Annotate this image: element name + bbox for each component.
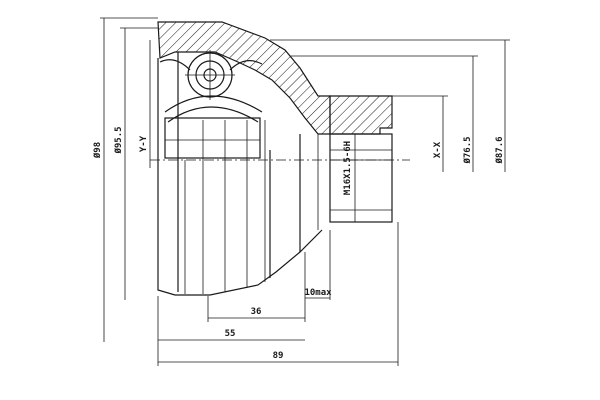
dim-shaft-diameter-1: Ø76.5 — [462, 136, 473, 164]
stub-shaft — [317, 133, 393, 230]
dim-55: 55 — [225, 329, 236, 339]
housing-section — [157, 21, 331, 135]
flange-section — [329, 95, 393, 135]
right-diameter-dims — [270, 39, 510, 172]
dim-outer-diameter: Ø98 — [92, 142, 103, 159]
length-dims — [157, 222, 399, 366]
inner-cage — [159, 50, 263, 159]
dim-shaft-diameter-2: Ø87.6 — [494, 136, 505, 164]
dim-89: 89 — [273, 351, 284, 361]
axis-label-y: Y-Y — [139, 135, 149, 152]
dim-bell-diameter: Ø95.5 — [113, 126, 124, 154]
dim-36: 36 — [251, 307, 262, 317]
dim-10max: 10max — [304, 288, 332, 298]
dim-thread: M16X1.5-6H — [343, 141, 353, 195]
bell-body-outline — [157, 52, 323, 296]
left-diameter-dims — [100, 17, 158, 342]
axis-label-x: X-X — [433, 141, 443, 158]
